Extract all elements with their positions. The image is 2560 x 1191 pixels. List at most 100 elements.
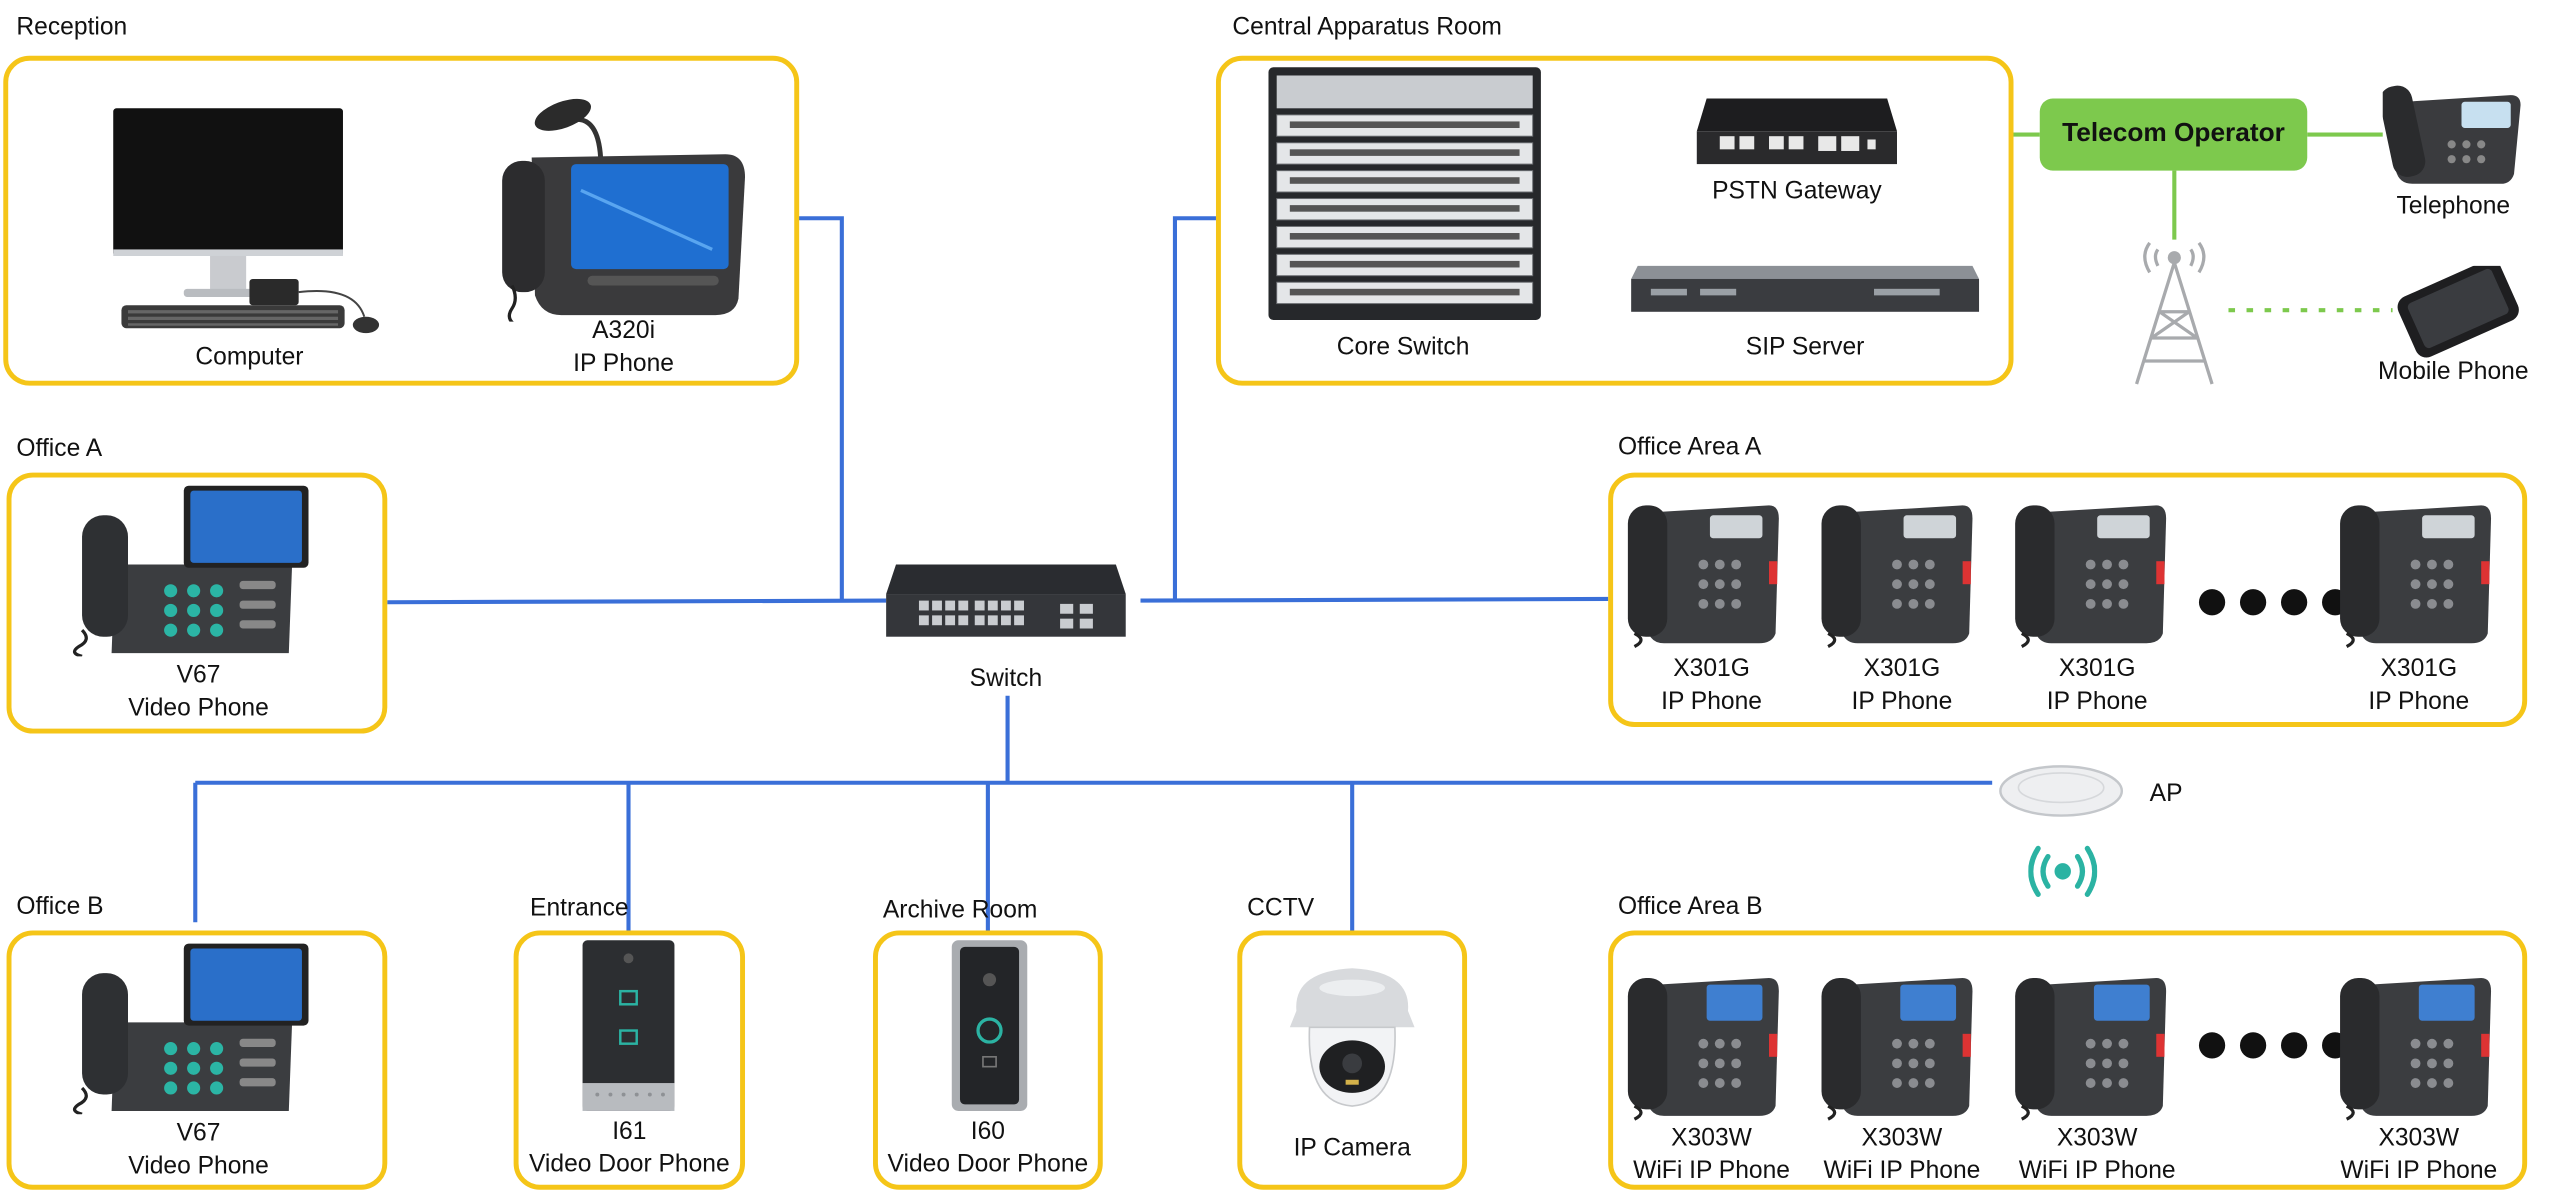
wifi-ip-phone-x303w-icon [2015, 978, 2167, 1121]
telecom-operator-box: Telecom Operator [2039, 98, 2308, 171]
zone-title-office-b: Office B [16, 892, 104, 921]
a320i-model: A320i [592, 316, 656, 345]
wifi-signal-icon [2028, 845, 2098, 897]
sip-server-name: SIP Server [1745, 333, 1865, 362]
link-reception-switch [797, 216, 844, 601]
x303w-type: WiFi IP Phone [2340, 1156, 2498, 1185]
more-phones-ellipsis [2198, 1032, 2349, 1059]
ellipsis-dot [2280, 1032, 2308, 1059]
x303w-label: X303W WiFi IP Phone [2320, 1122, 2517, 1188]
ellipsis-dot [2239, 1032, 2267, 1059]
x303w-type: WiFi IP Phone [2018, 1156, 2176, 1185]
zone-title-entrance: Entrance [530, 894, 629, 923]
x301g-type: IP Phone [2046, 687, 2148, 716]
pstn-gateway-icon [1696, 98, 1897, 165]
ip-phone-x301g-icon [2015, 505, 2167, 649]
x303w-model: X303W [2378, 1124, 2460, 1152]
x303w-model: X303W [1861, 1124, 1943, 1152]
sip-server-label: SIP Server [1698, 331, 1911, 364]
a320i-type: IP Phone [573, 349, 674, 378]
zone-title-office-a: Office A [16, 434, 103, 463]
x303w-type: WiFi IP Phone [1823, 1156, 1981, 1185]
sip-server-icon [1631, 265, 1980, 312]
ellipsis-dot [2198, 589, 2226, 616]
ip-phone-x301g-icon [1627, 505, 1779, 649]
x301g-label: X301G IP Phone [1803, 653, 2000, 719]
zone-title-reception: Reception [16, 13, 128, 42]
ip-camera-label: IP Camera [1246, 1132, 1459, 1165]
x303w-label: X303W WiFi IP Phone [1999, 1122, 2196, 1188]
link-office-a-switch [387, 598, 887, 605]
x301g-model: X301G [1673, 654, 1750, 683]
i60-type: Video Door Phone [887, 1150, 1089, 1179]
ip-phone-a320i-icon [502, 98, 746, 322]
video-door-phone-i60-icon [951, 940, 1028, 1111]
link-central-switch [1172, 216, 1216, 601]
office-a-v67-label: V67 Video Phone [92, 660, 305, 726]
x301g-type: IP Phone [1661, 687, 1762, 716]
video-phone-v67-icon [72, 943, 309, 1115]
x301g-model: X301G [2380, 654, 2458, 683]
i61-model: I61 [612, 1117, 647, 1146]
video-phone-v67-icon [72, 485, 309, 657]
ip-camera-name: IP Camera [1293, 1133, 1411, 1162]
access-point-icon [1999, 765, 2124, 817]
telephone-name: Telephone [2396, 191, 2511, 220]
i60-label: I60 Video Door Phone [873, 1116, 1103, 1182]
computer-name: Computer [195, 342, 304, 371]
a320i-label: A320i IP Phone [525, 315, 722, 381]
mobile-phone-name: Mobile Phone [2378, 357, 2529, 386]
zone-title-office-area-b: Office Area B [1618, 892, 1763, 921]
wifi-ip-phone-x303w-icon [1627, 978, 1779, 1121]
x301g-label: X301G IP Phone [1613, 653, 1810, 719]
i61-label: I61 Video Door Phone [514, 1116, 745, 1182]
switch-name: Switch [969, 664, 1043, 693]
ap-label: AP [2137, 778, 2196, 811]
office-b-v67-model: V67 [176, 1119, 221, 1148]
zone-title-office-area-a: Office Area A [1618, 433, 1762, 462]
core-switch-icon [1268, 67, 1541, 320]
wifi-ip-phone-x303w-icon [2340, 978, 2492, 1121]
more-phones-ellipsis [2198, 589, 2349, 616]
pstn-gateway-label: PSTN Gateway [1690, 176, 1903, 209]
ip-phone-x301g-icon [2340, 505, 2492, 649]
zone-title-central: Central Apparatus Room [1232, 13, 1502, 42]
x301g-model: X301G [2058, 654, 2136, 683]
ellipsis-dot [2280, 589, 2308, 616]
telephone-label: Telephone [2363, 190, 2544, 223]
office-a-v67-type: Video Phone [128, 694, 269, 723]
x303w-model: X303W [1671, 1124, 1752, 1152]
core-switch-name: Core Switch [1336, 333, 1470, 362]
ip-camera-icon [1289, 968, 1415, 1107]
office-b-v67-type: Video Phone [128, 1151, 269, 1180]
zone-title-cctv: CCTV [1247, 894, 1315, 923]
telephone-icon [2382, 85, 2521, 184]
ellipsis-dot [2198, 1032, 2226, 1059]
computer-icon [113, 108, 380, 334]
wifi-ip-phone-x303w-icon [1821, 978, 1973, 1121]
x301g-type: IP Phone [2368, 687, 2470, 716]
switch-icon [886, 564, 1126, 637]
cell-tower-icon [2135, 241, 2214, 385]
zone-title-archive: Archive Room [882, 895, 1038, 924]
x301g-model: X301G [1863, 654, 1941, 683]
x303w-model: X303W [2056, 1124, 2138, 1152]
x303w-label: X303W WiFi IP Phone [1803, 1122, 2000, 1188]
switch-label: Switch [924, 663, 1088, 696]
ip-phone-x301g-icon [1821, 505, 1973, 649]
i61-type: Video Door Phone [528, 1150, 730, 1179]
x303w-type: WiFi IP Phone [1633, 1156, 1790, 1185]
ap-name: AP [2149, 779, 2183, 808]
x303w-label: X303W WiFi IP Phone [1613, 1122, 1810, 1188]
pstn-gateway-name: PSTN Gateway [1712, 177, 1882, 206]
office-b-v67-label: V67 Video Phone [92, 1118, 305, 1184]
computer-label: Computer [135, 341, 365, 374]
office-a-v67-model: V67 [176, 661, 221, 690]
mobile-phone-icon [2397, 265, 2519, 358]
i60-model: I60 [970, 1117, 1005, 1146]
mobile-phone-label: Mobile Phone [2363, 356, 2544, 389]
video-door-phone-i61-icon [582, 940, 675, 1111]
x301g-type: IP Phone [1851, 687, 1953, 716]
link-switch-office-area-a [1140, 596, 1609, 603]
x301g-label: X301G IP Phone [2320, 653, 2517, 719]
